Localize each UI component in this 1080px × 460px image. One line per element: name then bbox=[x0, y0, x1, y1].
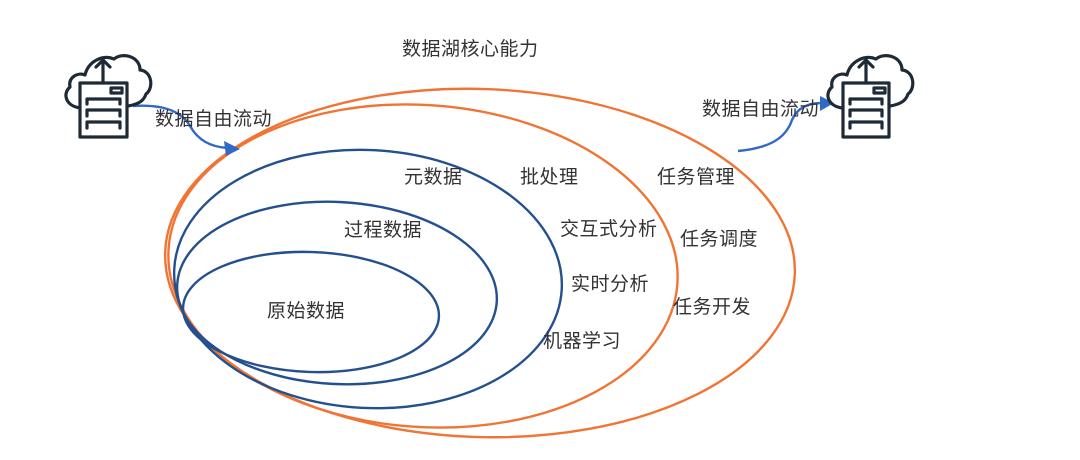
inner-orange-ring bbox=[167, 103, 679, 429]
metadata-label: 元数据 bbox=[404, 166, 463, 188]
process-data-ring bbox=[175, 200, 499, 386]
right-flow-arrow bbox=[737, 96, 834, 153]
process-data-label: 过程数据 bbox=[344, 219, 423, 241]
realtime-analysis-label: 实时分析 bbox=[571, 273, 650, 295]
raw-data-ring bbox=[181, 250, 441, 374]
left-flow-label: 数据自由流动 bbox=[155, 108, 273, 130]
cloud-upload-server-icon bbox=[826, 54, 915, 139]
task-scheduling-label: 任务调度 bbox=[680, 228, 759, 250]
interactive-analysis-label: 交互式分析 bbox=[560, 218, 658, 240]
right-flow-label: 数据自由流动 bbox=[702, 98, 820, 120]
batch-processing-label: 批处理 bbox=[520, 166, 579, 188]
left-flow-arrow bbox=[132, 104, 240, 156]
machine-learning-label: 机器学习 bbox=[543, 330, 622, 352]
task-development-label: 任务开发 bbox=[673, 296, 752, 318]
metadata-ring bbox=[172, 148, 564, 410]
cloud-upload-server-icon bbox=[64, 54, 153, 139]
raw-data-label: 原始数据 bbox=[267, 300, 346, 322]
diagram-title: 数据湖核心能力 bbox=[402, 38, 539, 60]
outer-orange-ring bbox=[163, 87, 797, 439]
task-management-label: 任务管理 bbox=[657, 166, 736, 188]
